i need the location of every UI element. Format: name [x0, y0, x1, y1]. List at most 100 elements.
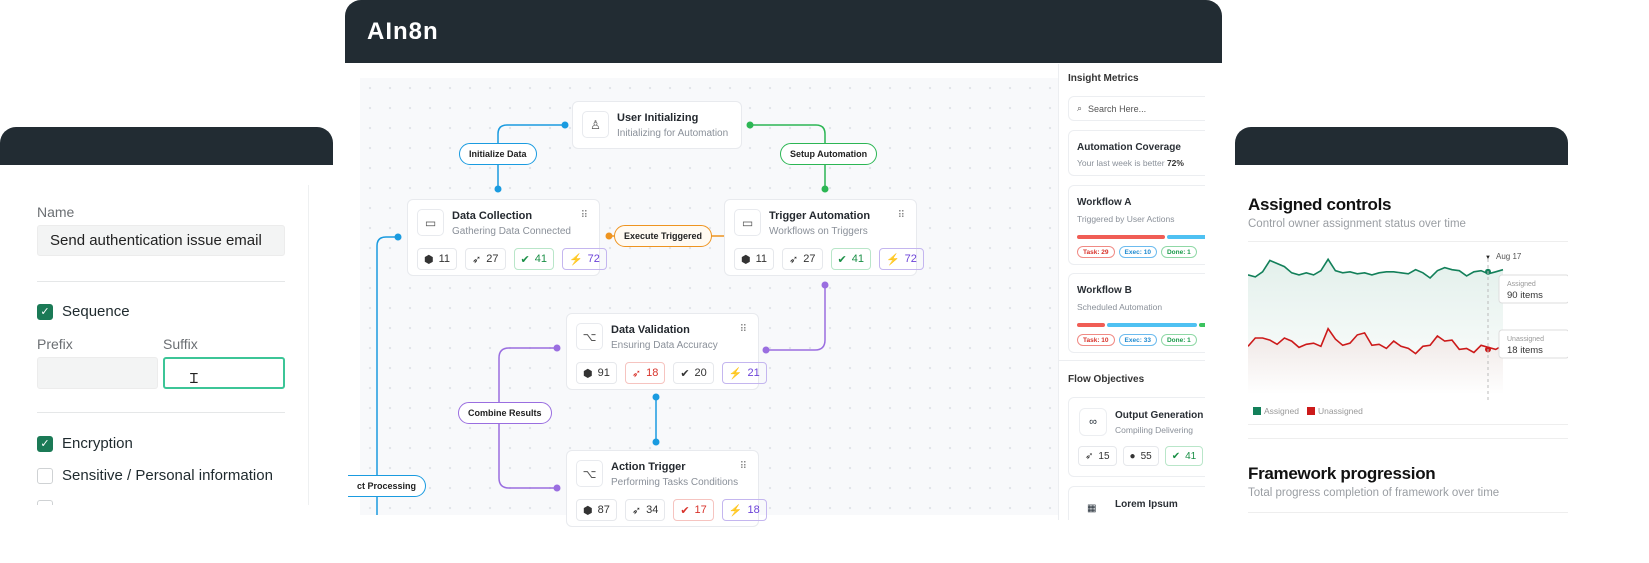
checkbox-label: Sensitive / Personal information — [62, 467, 273, 484]
name-label: Name — [37, 204, 75, 220]
svg-text:18 items: 18 items — [1507, 345, 1543, 356]
divider — [1248, 424, 1568, 425]
drag-handle-icon[interactable]: ⠿ — [739, 461, 747, 472]
stat-value: 27 — [486, 253, 499, 265]
check-icon: ✓ — [37, 435, 53, 452]
calendar-icon: ▦ — [1087, 503, 1097, 514]
rocket-icon: ➶ — [1085, 450, 1094, 462]
flow-node[interactable]: ⌥ Action Trigger Performing Tasks Condit… — [566, 450, 767, 527]
chart-subtitle: Control owner assignment status over tim… — [1248, 218, 1466, 230]
stat-chip: ●55 — [1122, 446, 1159, 466]
stat-value: 41 — [534, 253, 547, 265]
edge-line — [766, 285, 826, 351]
cube-icon: ⬢ — [583, 504, 593, 517]
flow-node[interactable]: ♙ User Initializing Initializing for Aut… — [572, 101, 742, 149]
svg-text:Unassigned: Unassigned — [1507, 336, 1544, 343]
drag-handle-icon[interactable]: ⠿ — [580, 210, 588, 221]
stat-chip: ✔41 — [830, 248, 871, 270]
stat-value: 41 — [851, 253, 864, 265]
cube-icon: ⬢ — [741, 253, 751, 266]
bolt-icon: ⚡ — [885, 253, 900, 266]
edge-label[interactable]: Combine Results — [458, 402, 552, 424]
divider — [308, 185, 309, 505]
divider — [1248, 512, 1568, 513]
rocket-icon: ➶ — [472, 253, 482, 266]
stat-value: 27 — [803, 253, 816, 265]
checkbox-box — [37, 500, 53, 505]
user-icon: ♙ — [582, 111, 609, 138]
encryption-checkbox[interactable]: ✓ Encryption — [37, 435, 133, 452]
stat-chip: ⚡21 — [721, 362, 767, 384]
edge-label[interactable]: Setup Automation — [780, 143, 878, 165]
drag-handle-icon[interactable]: ⠿ — [897, 210, 905, 221]
stat-value: 11 — [438, 253, 451, 265]
name-input[interactable]: Send authentication issue email — [37, 225, 285, 256]
stat-value: 34 — [646, 504, 659, 516]
tree-icon: ⌥ — [576, 323, 603, 350]
legend-item: Assigned — [1253, 406, 1299, 416]
section-title: Flow Objectives — [1068, 374, 1145, 385]
suffix-input[interactable] — [163, 357, 285, 389]
calendar-icon: ▭ — [734, 209, 761, 236]
done-badge: Done: 1 — [1160, 334, 1197, 346]
edge-label[interactable]: ct Processing — [348, 475, 427, 497]
flow-node[interactable]: ▭ Trigger Automation Workflows on Trigge… — [724, 199, 924, 276]
sensitive-checkbox[interactable]: Sensitive / Personal information — [37, 467, 273, 484]
stat-value: 18 — [646, 367, 659, 379]
legend-item: Unassigned — [1306, 406, 1363, 416]
rocket-icon: ➶ — [789, 253, 799, 266]
workflow-card[interactable]: Workflow B Scheduled Automation Task: 10… — [1068, 273, 1205, 353]
search-input[interactable]: ⌕Search Here... — [1068, 96, 1205, 121]
flow-canvas[interactable]: Initialize Data Setup Automation Execute… — [348, 78, 1058, 527]
card-subtitle: Scheduled Automation — [1077, 302, 1163, 312]
card-subtitle: Triggered by User Actions — [1077, 214, 1175, 224]
flow-node[interactable]: ⌥ Data Validation Ensuring Data Accuracy… — [566, 313, 767, 390]
node-title: User Initializing — [617, 112, 699, 124]
card-subtitle: Compiling Delivering — [1115, 425, 1193, 435]
stat-chip: ➶15 — [1078, 446, 1117, 466]
tooltip-assigned — [1498, 274, 1568, 304]
checkbox-label: Encryption — [62, 435, 133, 452]
progress-segment — [1107, 323, 1197, 327]
stat-value: 72 — [904, 253, 917, 265]
section-title: Insight Metrics — [1068, 73, 1139, 84]
sequence-checkbox[interactable]: ✓Sequence — [37, 303, 130, 320]
rocket-icon: ➶ — [631, 504, 642, 517]
stat-chip: ⬢11 — [417, 248, 458, 270]
progress-segment — [1077, 235, 1165, 239]
stat-chip: ⚡72 — [561, 248, 607, 270]
edge-label[interactable]: Initialize Data — [459, 143, 537, 165]
node-subtitle: Initializing for Automation — [617, 128, 729, 139]
node-subtitle: Gathering Data Connected — [452, 226, 571, 237]
progress-segment — [1167, 235, 1205, 239]
check-icon: ✓ — [37, 303, 53, 320]
check-circle-icon: ● — [1129, 450, 1136, 462]
node-title: Data Validation — [611, 324, 690, 336]
svg-text:Assigned: Assigned — [1507, 281, 1536, 288]
edge-label[interactable]: Execute Triggered — [614, 225, 713, 247]
calendar-icon: ▭ — [417, 209, 444, 236]
workflow-card[interactable]: Workflow A Triggered by User Actions Tas… — [1068, 185, 1205, 265]
stat-chip: ⬢11 — [734, 248, 775, 270]
objective-card[interactable]: ∞ Output Generation Compiling Delivering… — [1068, 397, 1205, 477]
exec-badge: Exec: 10 — [1118, 246, 1157, 258]
coverage-card[interactable]: Automation Coverage Your last week is be… — [1068, 130, 1205, 176]
chart-subtitle: Total progress completion of framework o… — [1248, 487, 1500, 499]
task-badge: Task: 29 — [1077, 246, 1115, 258]
stat-value: 21 — [747, 367, 760, 379]
series-area — [1248, 328, 1503, 395]
bolt-icon: ⚡ — [568, 253, 583, 266]
card-title: Workflow A — [1077, 197, 1132, 208]
done-badge: Done: 1 — [1160, 246, 1197, 258]
objective-card[interactable]: ▦ Lorem Ipsum — [1068, 486, 1205, 520]
prefix-input[interactable] — [37, 357, 158, 389]
flow-node[interactable]: ▭ Data Collection Gathering Data Connect… — [407, 199, 607, 276]
edge-line — [376, 236, 398, 515]
node-title: Trigger Automation — [769, 210, 871, 222]
app-title: AIn8n — [367, 18, 439, 45]
node-title: Data Collection — [452, 210, 533, 222]
stat-value: 20 — [694, 367, 707, 379]
drag-handle-icon[interactable]: ⠿ — [739, 324, 747, 335]
progress-segment — [1199, 323, 1205, 327]
